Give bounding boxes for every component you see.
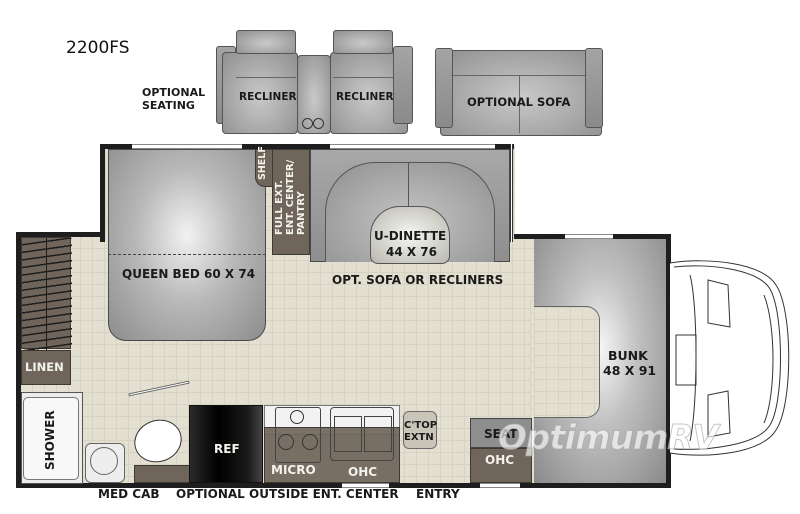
med-cab-label: MED CAB xyxy=(98,487,160,501)
dinette-table xyxy=(370,206,450,264)
shelf-label: SHELF xyxy=(257,146,268,180)
recliner-right-back xyxy=(333,30,393,54)
wardrobe xyxy=(21,237,72,350)
shower-label: SHOWER xyxy=(43,410,57,470)
sofa-cushion-seam xyxy=(519,75,520,133)
hangers xyxy=(22,238,72,350)
cupholder-icon xyxy=(302,118,313,129)
sofa-body xyxy=(440,50,602,136)
aisle-cutout xyxy=(534,306,600,418)
ctop-line2: EXTN xyxy=(404,432,434,443)
stove xyxy=(275,407,321,463)
window xyxy=(480,483,520,488)
recliner-left-seam xyxy=(236,77,296,78)
kitchen-sink xyxy=(330,407,394,461)
linen-cabinet xyxy=(21,350,71,385)
sink-basin-right xyxy=(364,416,392,452)
sink-basin-left xyxy=(334,416,362,452)
queen-bed xyxy=(108,149,266,341)
window xyxy=(565,234,613,239)
window xyxy=(330,144,495,149)
dinette-seam xyxy=(408,162,409,207)
bunk-label-1: BUNK xyxy=(608,348,648,363)
sink-basin-icon xyxy=(90,447,118,475)
front-ohc xyxy=(470,448,532,483)
ohc-front-label: OHC xyxy=(485,453,515,467)
wall-rear xyxy=(16,232,21,488)
recliner-left xyxy=(222,52,298,134)
entry-door-opening xyxy=(342,483,389,488)
pantry-line2: ENT. CENTER/ xyxy=(285,159,296,235)
watermark: OptimumRV xyxy=(498,418,720,459)
linen-label: LINEN xyxy=(25,360,64,374)
ohc-kitchen-label: OHC xyxy=(348,465,378,479)
optional-sofa-label: OPTIONAL SOFA xyxy=(467,95,571,109)
countertop-extension xyxy=(403,411,437,449)
pantry-line3: PANTRY xyxy=(296,191,307,235)
queen-bed-label: QUEEN BED 60 X 74 xyxy=(122,267,256,281)
wall-bottom-front xyxy=(530,483,670,488)
wall-slide-top xyxy=(100,144,514,149)
recliner-left-back xyxy=(236,30,296,54)
burner-icon xyxy=(290,410,304,424)
med-cab-counter xyxy=(134,465,190,483)
burner-icon xyxy=(278,434,294,450)
burner-icon xyxy=(302,434,318,450)
bed-fold-line xyxy=(108,254,266,255)
wall-bottom xyxy=(16,483,536,488)
wall-front xyxy=(666,234,671,488)
wall-slide-left xyxy=(100,144,105,242)
ctop-label: C'TOP EXTN xyxy=(404,420,437,444)
cupholder-icon xyxy=(313,118,324,129)
seat-label: SEAT xyxy=(484,427,518,441)
recliner-right-label: RECLINER xyxy=(336,91,394,103)
recliner-arm-right xyxy=(393,46,413,124)
pantry-line1: FULL EXT. xyxy=(274,180,285,235)
entry-label: ENTRY xyxy=(416,487,460,501)
shower xyxy=(23,397,79,480)
seat xyxy=(470,418,532,448)
pantry-label: FULL EXT. ENT. CENTER/ PANTRY xyxy=(274,160,307,235)
sofa-option-label: OPT. SOFA OR RECLINERS xyxy=(332,273,504,287)
optional-seating-label: OPTIONAL SEATING xyxy=(142,86,205,112)
dinette-label-2: 44 X 76 xyxy=(386,245,438,259)
outside-ent-label: OPTIONAL OUTSIDE ENT. CENTER xyxy=(176,487,399,501)
truck-cab-icon xyxy=(669,260,790,456)
sofa-arm-right xyxy=(585,48,603,128)
recliner-left-label: RECLINER xyxy=(239,91,297,103)
optional-seating-line2: SEATING xyxy=(142,99,195,112)
window xyxy=(132,144,242,149)
model-name: 2200FS xyxy=(66,38,130,58)
wall-slide-right xyxy=(510,144,513,242)
bunk-label-2: 48 X 91 xyxy=(603,363,657,378)
refrigerator xyxy=(189,405,263,483)
wall-rear-top xyxy=(16,232,103,237)
dinette-label-1: U-DINETTE xyxy=(374,229,447,243)
recliner-right-seam xyxy=(333,77,393,78)
optional-seating-line1: OPTIONAL xyxy=(142,86,206,99)
sofa-arm-left xyxy=(435,48,453,128)
ref-label: REF xyxy=(214,442,240,456)
micro-label: MICRO xyxy=(271,463,316,477)
pantry-ent-center xyxy=(272,149,310,255)
ctop-line1: C'TOP xyxy=(404,420,438,431)
